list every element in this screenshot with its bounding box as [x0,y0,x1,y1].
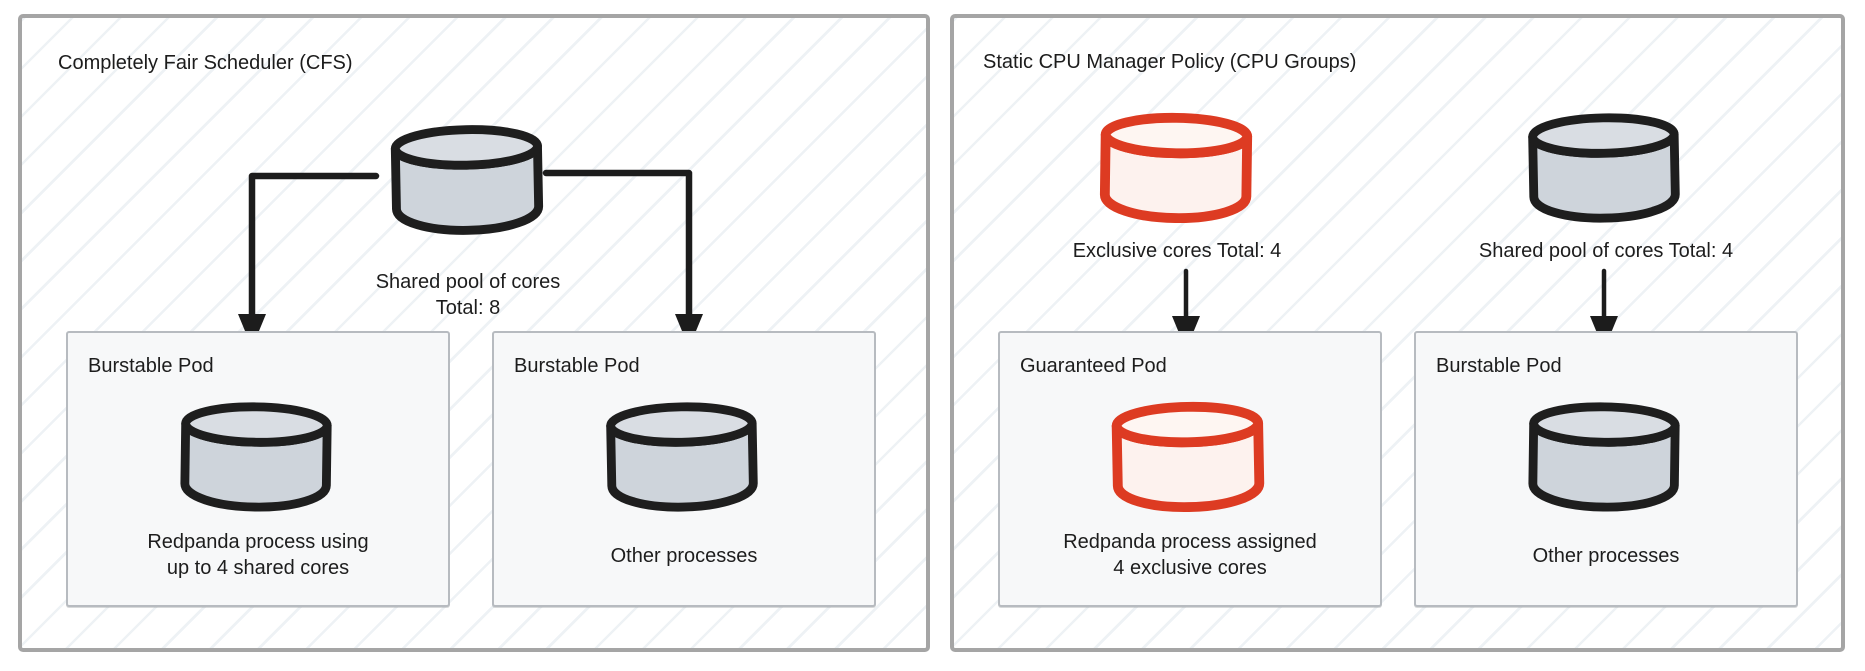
pod-title: Burstable Pod [514,355,640,377]
pod-caption: Redpanda process using up to 4 shared co… [147,531,369,579]
static-cpu-manager-panel: Static CPU Manager Policy (CPU Groups) E… [950,14,1845,652]
exclusive-cores-cylinder-icon [1095,109,1257,225]
pod-title: Burstable Pod [88,355,214,377]
pod-exclusive-cores-cylinder-icon [1107,397,1269,514]
static-cpu-panel-title: Static CPU Manager Policy (CPU Groups) [983,51,1357,73]
cfs-burstable-pod-other: Burstable Pod Other processes [492,331,876,607]
pod-caption: Other processes [1532,545,1680,567]
pod-cores-cylinder-icon [175,398,337,514]
pod-cores-cylinder-icon [1523,398,1685,514]
shared-pool-cylinder-icon [387,116,547,241]
exclusive-cores-label: Exclusive cores Total: 4 [1072,240,1282,262]
pod-caption: Other processes [610,545,758,567]
shared-pool-cylinder-icon [1523,108,1685,225]
guaranteed-pod: Guaranteed Pod Redpanda process assigned… [998,331,1382,607]
shared-pool-label: Shared pool of cores Total: 4 [1478,240,1734,262]
cfs-panel: Completely Fair Scheduler (CFS) Shared p… [18,14,930,652]
shared-pool-label: Shared pool of cores Total: 8 [375,271,561,319]
static-burstable-pod-other: Burstable Pod Other processes [1414,331,1798,607]
pod-title: Guaranteed Pod [1020,355,1167,377]
pod-title: Burstable Pod [1436,355,1562,377]
cfs-burstable-pod-redpanda: Burstable Pod Redpanda process using up … [66,331,450,607]
pod-cores-cylinder-icon [601,397,763,514]
cfs-panel-title: Completely Fair Scheduler (CFS) [58,52,353,74]
pod-caption: Redpanda process assigned 4 exclusive co… [1063,531,1317,579]
